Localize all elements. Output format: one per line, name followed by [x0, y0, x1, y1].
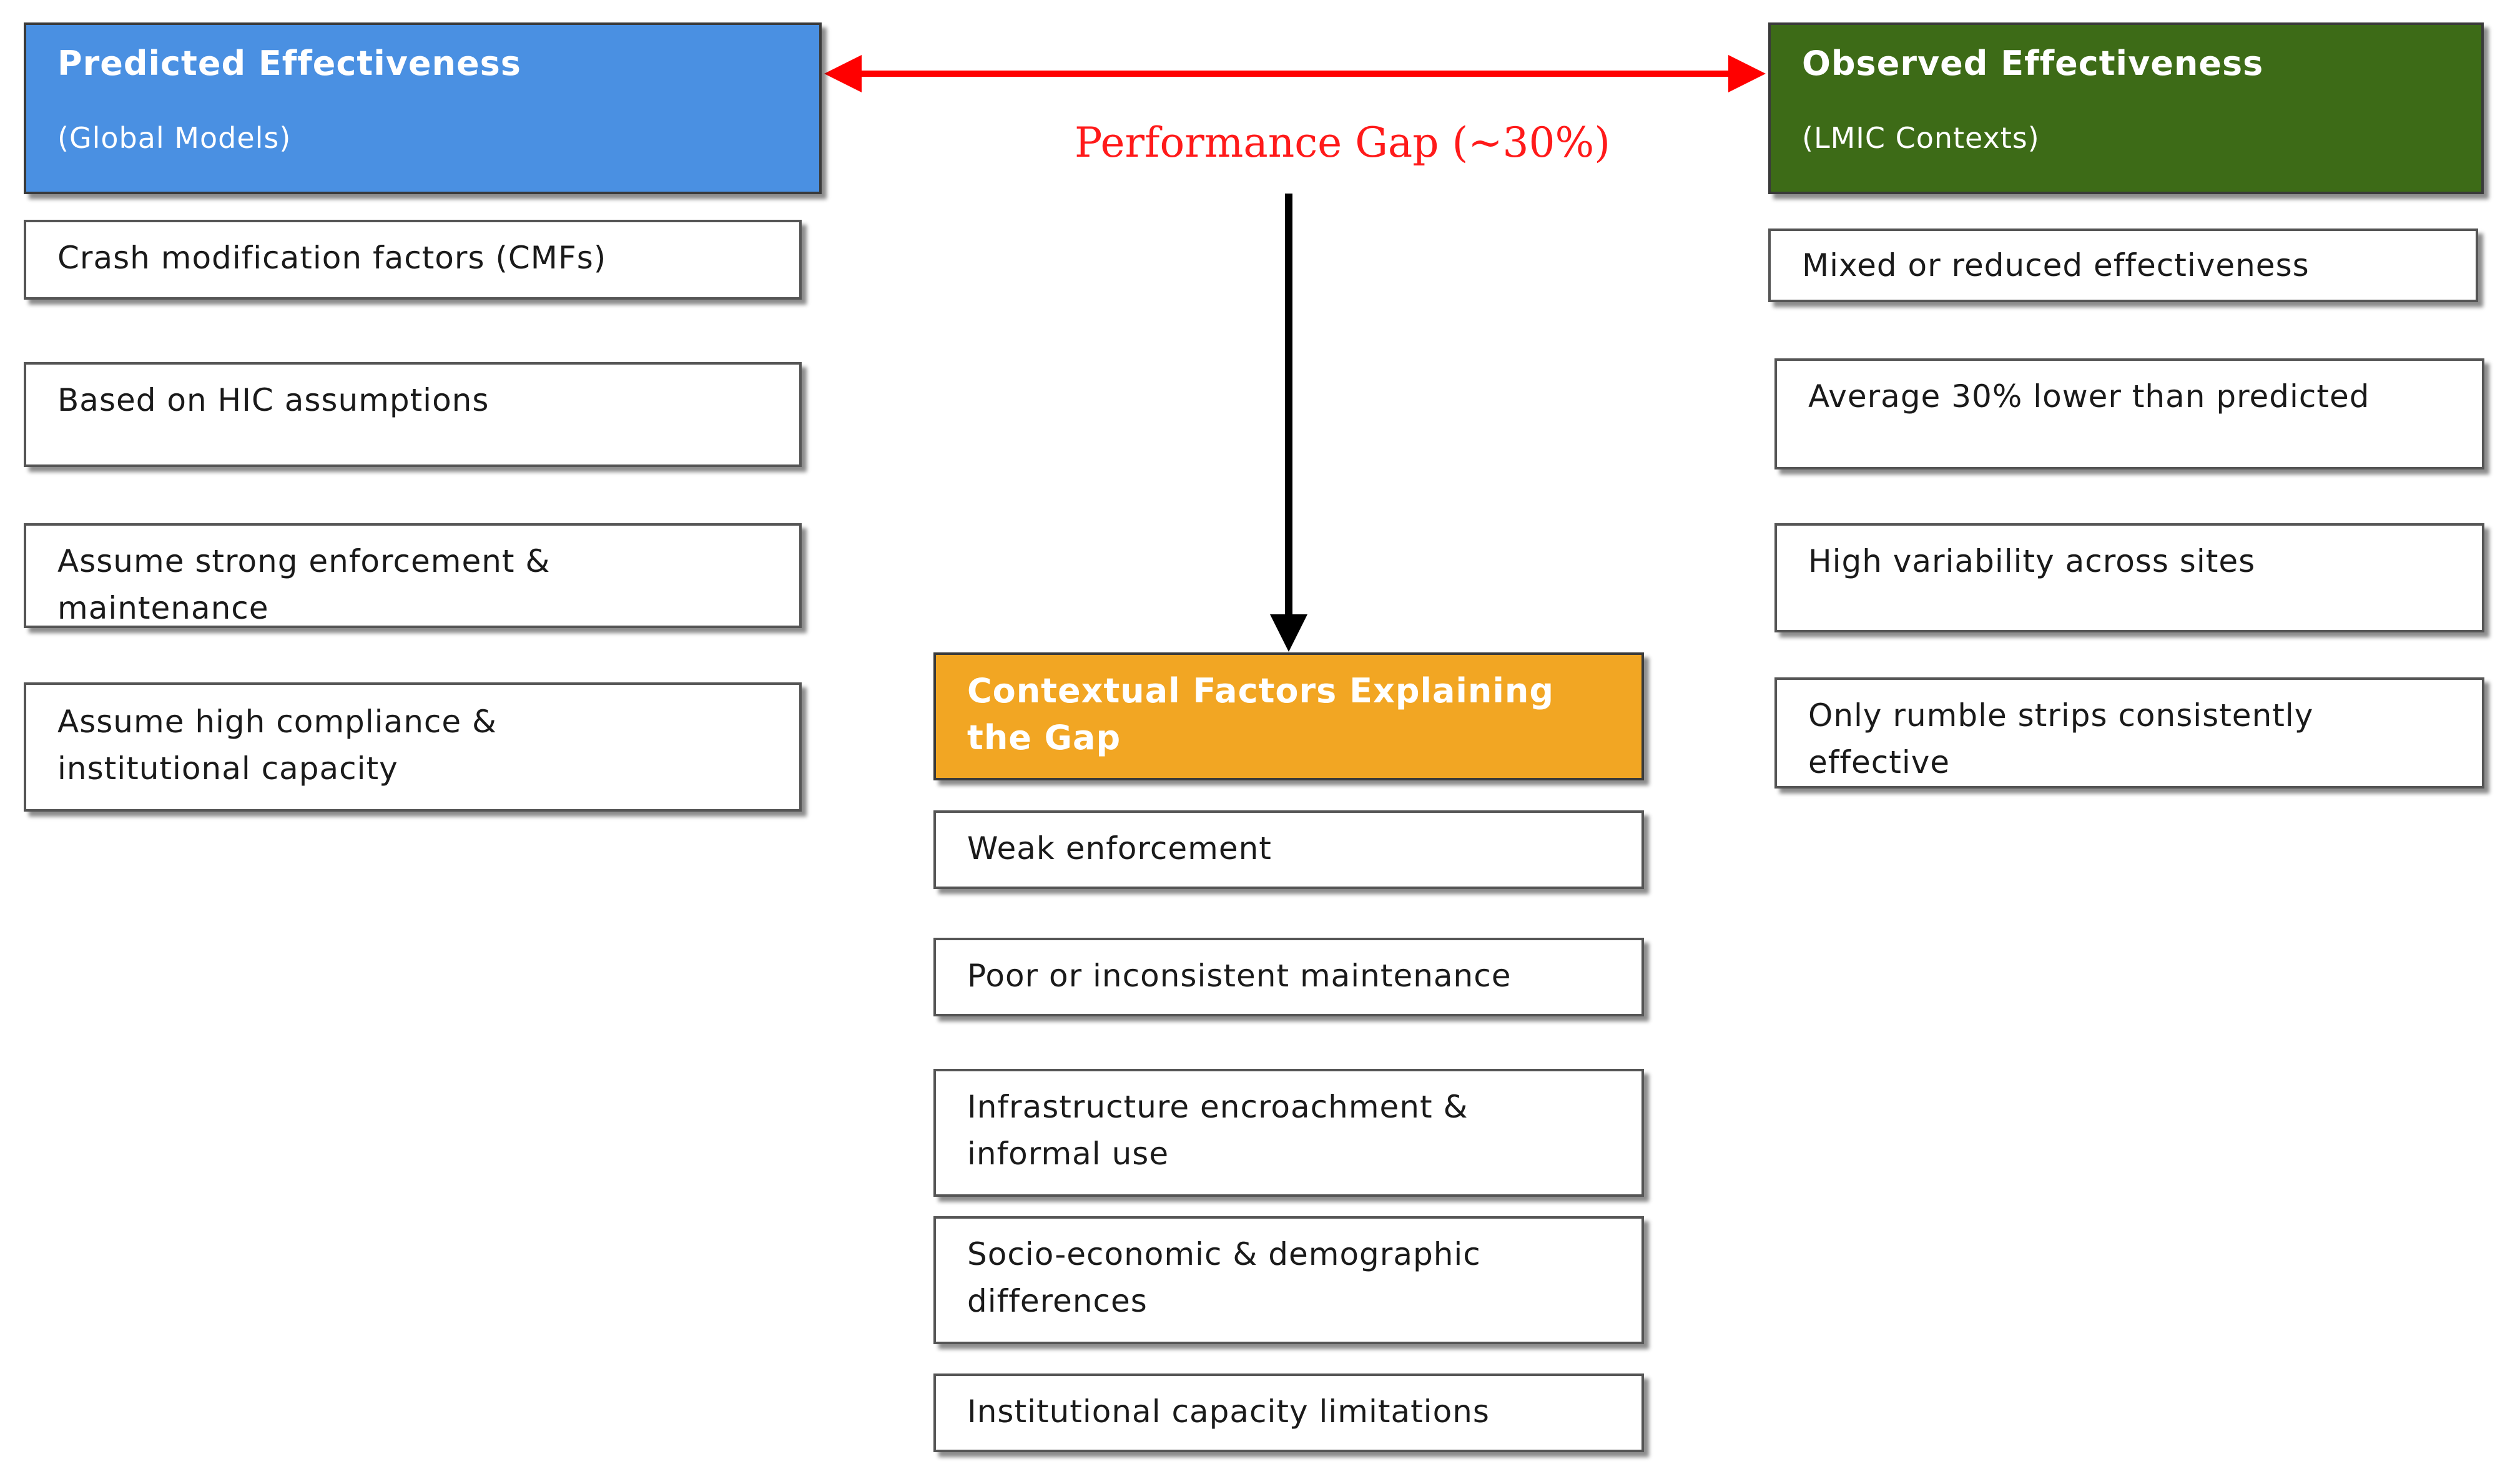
observed-item-4: Only rumble strips consistently effectiv…	[1774, 677, 2484, 789]
contextual-item-1: Weak enforcement	[933, 810, 1644, 889]
predicted-subtitle: (Global Models)	[57, 121, 292, 155]
observed-item-1: Mixed or reduced effectiveness	[1768, 228, 2478, 302]
observed-effectiveness-header: Observed Effectiveness (LMIC Contexts)	[1768, 22, 2484, 194]
contextual-title: Contextual Factors Explaining the Gap	[967, 671, 1554, 757]
predicted-effectiveness-header: Predicted Effectiveness (Global Models)	[24, 22, 822, 194]
observed-subtitle: (LMIC Contexts)	[1802, 121, 2040, 155]
observed-item-3: High variability across sites	[1774, 523, 2484, 632]
predicted-item-2: Based on HIC assumptions	[24, 362, 802, 467]
predicted-item-4: Assume high compliance & institutional c…	[24, 682, 802, 812]
contextual-item-3: Infrastructure encroachment & informal u…	[933, 1069, 1644, 1197]
observed-title: Observed Effectiveness	[1802, 44, 2264, 83]
contextual-item-4: Socio-economic & demographic differences	[933, 1216, 1644, 1344]
contextual-factors-header: Contextual Factors Explaining the Gap	[933, 652, 1644, 780]
contextual-item-2: Poor or inconsistent maintenance	[933, 938, 1644, 1016]
predicted-title: Predicted Effectiveness	[57, 44, 521, 83]
contextual-item-5: Institutional capacity limitations	[933, 1373, 1644, 1452]
predicted-item-3: Assume strong enforcement & maintenance	[24, 523, 802, 628]
performance-gap-label: Performance Gap (~30%)	[1075, 119, 1610, 167]
predicted-item-1: Crash modification factors (CMFs)	[24, 220, 802, 300]
observed-item-2: Average 30% lower than predicted	[1774, 358, 2484, 469]
